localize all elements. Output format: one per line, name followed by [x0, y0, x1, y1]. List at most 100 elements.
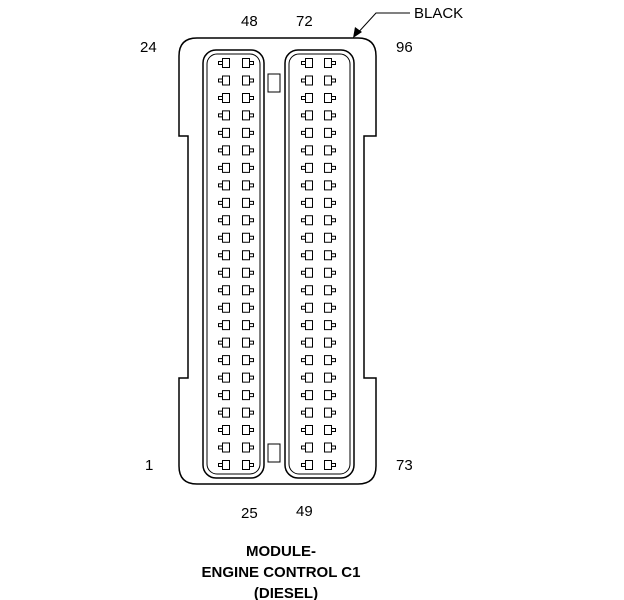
- pin-cavity: [218, 75, 230, 86]
- pin-cavity: [218, 337, 230, 348]
- pin-cavity: [242, 407, 254, 418]
- pin-cavity: [218, 267, 230, 278]
- pin-cavity: [324, 197, 336, 208]
- pin-cavity: [218, 180, 230, 191]
- pin-cavity: [242, 162, 254, 173]
- pin-cavity: [301, 127, 313, 138]
- callout-arrowhead: [353, 27, 362, 38]
- pin-cavity: [301, 162, 313, 173]
- pin-cavity: [301, 390, 313, 401]
- pin-cavity: [218, 162, 230, 173]
- pin-cavity: [242, 320, 254, 331]
- pin-cavity: [242, 355, 254, 366]
- pin-cavity: [242, 197, 254, 208]
- pin-cavity: [324, 92, 336, 103]
- pin-cavity: [324, 110, 336, 121]
- connector-housing: [178, 37, 377, 485]
- right-pin-bank-inner: [288, 53, 351, 475]
- pin-cavity: [324, 58, 336, 68]
- pin-cavity: [218, 460, 230, 470]
- pin-cavity: [324, 127, 336, 138]
- pin-cavity: [301, 285, 313, 296]
- pin-cavity: [324, 232, 336, 243]
- pin-cavity: [218, 197, 230, 208]
- pin-cavity: [242, 285, 254, 296]
- pin-cavity: [242, 145, 254, 156]
- pin-label-top-right: 96: [396, 39, 413, 56]
- caption-line-3: (DIESEL): [254, 585, 318, 600]
- pin-cavity: [242, 58, 254, 68]
- pin-cavity: [242, 302, 254, 313]
- pin-cavity: [218, 407, 230, 418]
- pin-cavity: [301, 197, 313, 208]
- pin-cavity: [242, 92, 254, 103]
- pin-cavity: [301, 460, 313, 470]
- pin-label-bottom-left: 1: [145, 457, 153, 474]
- pin-cavity: [242, 232, 254, 243]
- pin-cavity: [324, 442, 336, 453]
- pin-cavities: [218, 58, 336, 470]
- caption-line-1: MODULE-: [246, 543, 316, 560]
- pin-cavity: [324, 337, 336, 348]
- pin-label-bottom-inner-left: 25: [241, 505, 258, 522]
- pin-cavity: [242, 75, 254, 86]
- pin-cavity: [301, 110, 313, 121]
- pin-cavity: [218, 390, 230, 401]
- pin-cavity: [324, 460, 336, 470]
- pin-label-top-inner-right: 72: [296, 13, 313, 30]
- pin-cavity: [324, 215, 336, 226]
- pin-cavity: [242, 250, 254, 261]
- pin-cavity: [242, 372, 254, 383]
- pin-cavity: [324, 162, 336, 173]
- pin-cavity: [218, 355, 230, 366]
- pin-cavity: [324, 250, 336, 261]
- top-key-notch: [267, 73, 281, 93]
- pin-cavity: [218, 110, 230, 121]
- pin-cavity: [301, 372, 313, 383]
- bottom-key-notch: [267, 443, 281, 463]
- pin-cavity: [218, 425, 230, 436]
- pin-cavity: [301, 267, 313, 278]
- left-pin-bank: [202, 49, 265, 479]
- pin-cavity: [218, 92, 230, 103]
- pin-cavity: [324, 390, 336, 401]
- pin-cavity: [324, 355, 336, 366]
- pin-cavity: [301, 425, 313, 436]
- pin-cavity: [324, 407, 336, 418]
- pin-cavity: [218, 127, 230, 138]
- pin-cavity: [324, 145, 336, 156]
- pin-label-bottom-right: 73: [396, 457, 413, 474]
- pin-cavity: [301, 180, 313, 191]
- pin-cavity: [218, 215, 230, 226]
- pin-cavity: [324, 425, 336, 436]
- pin-cavity: [242, 442, 254, 453]
- pin-cavity: [218, 145, 230, 156]
- pin-cavity: [324, 180, 336, 191]
- pin-label-top-inner-left: 48: [241, 13, 258, 30]
- pin-cavity: [301, 355, 313, 366]
- right-pin-bank: [284, 49, 355, 479]
- pin-cavity: [301, 407, 313, 418]
- pin-cavity: [218, 58, 230, 68]
- pin-cavity: [324, 320, 336, 331]
- pin-cavity: [301, 232, 313, 243]
- pin-cavity: [218, 285, 230, 296]
- pin-cavity: [218, 320, 230, 331]
- pin-cavity: [324, 285, 336, 296]
- pin-cavity: [218, 250, 230, 261]
- pin-cavity: [242, 180, 254, 191]
- pin-cavity: [301, 250, 313, 261]
- left-pin-bank-inner: [206, 53, 261, 475]
- pin-label-top-left: 24: [140, 39, 157, 56]
- pin-cavity: [324, 302, 336, 313]
- pin-cavity: [301, 442, 313, 453]
- pin-label-bottom-inner-right: 49: [296, 503, 313, 520]
- pin-cavity: [301, 145, 313, 156]
- pin-cavity: [301, 215, 313, 226]
- pin-cavity: [301, 337, 313, 348]
- pin-cavity: [242, 337, 254, 348]
- pin-cavity: [301, 320, 313, 331]
- pin-cavity: [242, 460, 254, 470]
- pin-cavity: [218, 372, 230, 383]
